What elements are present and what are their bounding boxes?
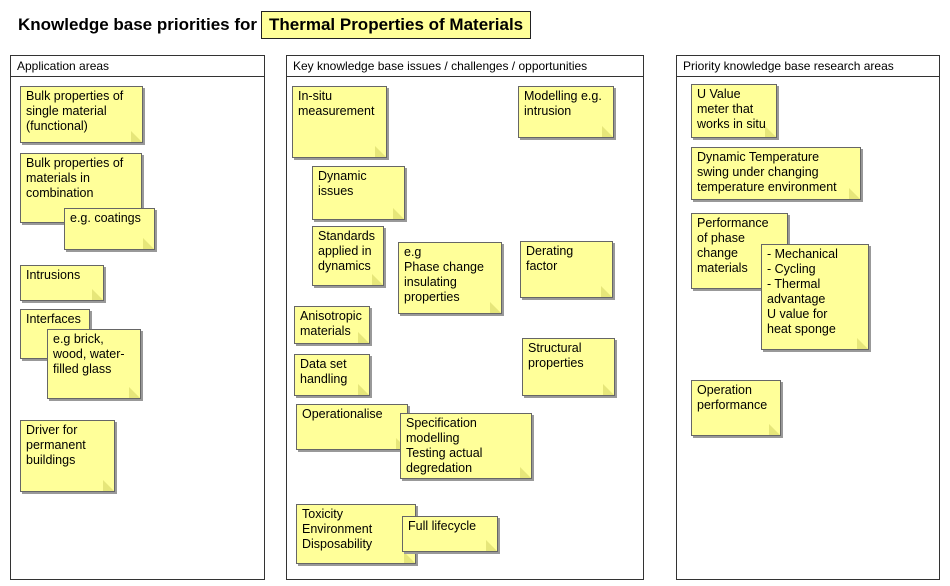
note-brick-wood: e.g brick, wood, water- filled glass: [47, 329, 141, 399]
diagram-title: Knowledge base priorities for Thermal Pr…: [18, 10, 532, 40]
note-operationalise: Operationalise: [296, 404, 408, 450]
note-coatings: e.g. coatings: [64, 208, 155, 250]
title-prefix: Knowledge base priorities for: [18, 15, 257, 34]
note-uvalue-meter: U Value meter that works in situ: [691, 84, 777, 138]
panel-key-issues: Key knowledge base issues / challenges /…: [286, 55, 644, 580]
note-dataset: Data set handling: [294, 354, 370, 396]
note-structural: Structural properties: [522, 338, 615, 396]
note-dynamic-issues: Dynamic issues: [312, 166, 405, 220]
note-insitu: In-situ measurement: [292, 86, 387, 158]
panel-header-issues: Key knowledge base issues / challenges /…: [287, 56, 643, 77]
note-intrusions: Intrusions: [20, 265, 104, 301]
note-anisotropic: Anisotropic materials: [294, 306, 370, 344]
note-phase-change: e.g Phase change insulating properties: [398, 242, 502, 314]
note-operation-performance: Operation performance: [691, 380, 781, 436]
title-topic-note: Thermal Properties of Materials: [261, 11, 532, 39]
note-driver-permanent: Driver for permanent buildings: [20, 420, 115, 492]
note-toxicity: Toxicity Environment Disposability: [296, 504, 416, 564]
note-derating: Derating factor: [520, 241, 613, 298]
panel-header-research: Priority knowledge base research areas: [677, 56, 939, 77]
panel-research-areas: Priority knowledge base research areas U…: [676, 55, 940, 580]
note-standards: Standards applied in dynamics: [312, 226, 384, 286]
note-bulk-single: Bulk properties of single material (func…: [20, 86, 143, 143]
note-dynamic-temperature: Dynamic Temperature swing under changing…: [691, 147, 861, 200]
note-mechanical-cycling: - Mechanical - Cycling - Thermal advanta…: [761, 244, 869, 350]
note-lifecycle: Full lifecycle: [402, 516, 498, 552]
note-specification: Specification modelling Testing actual d…: [400, 413, 532, 479]
panel-application-areas: Application areas Bulk properties of sin…: [10, 55, 265, 580]
note-modelling: Modelling e.g. intrusion: [518, 86, 614, 138]
panel-header-application: Application areas: [11, 56, 264, 77]
